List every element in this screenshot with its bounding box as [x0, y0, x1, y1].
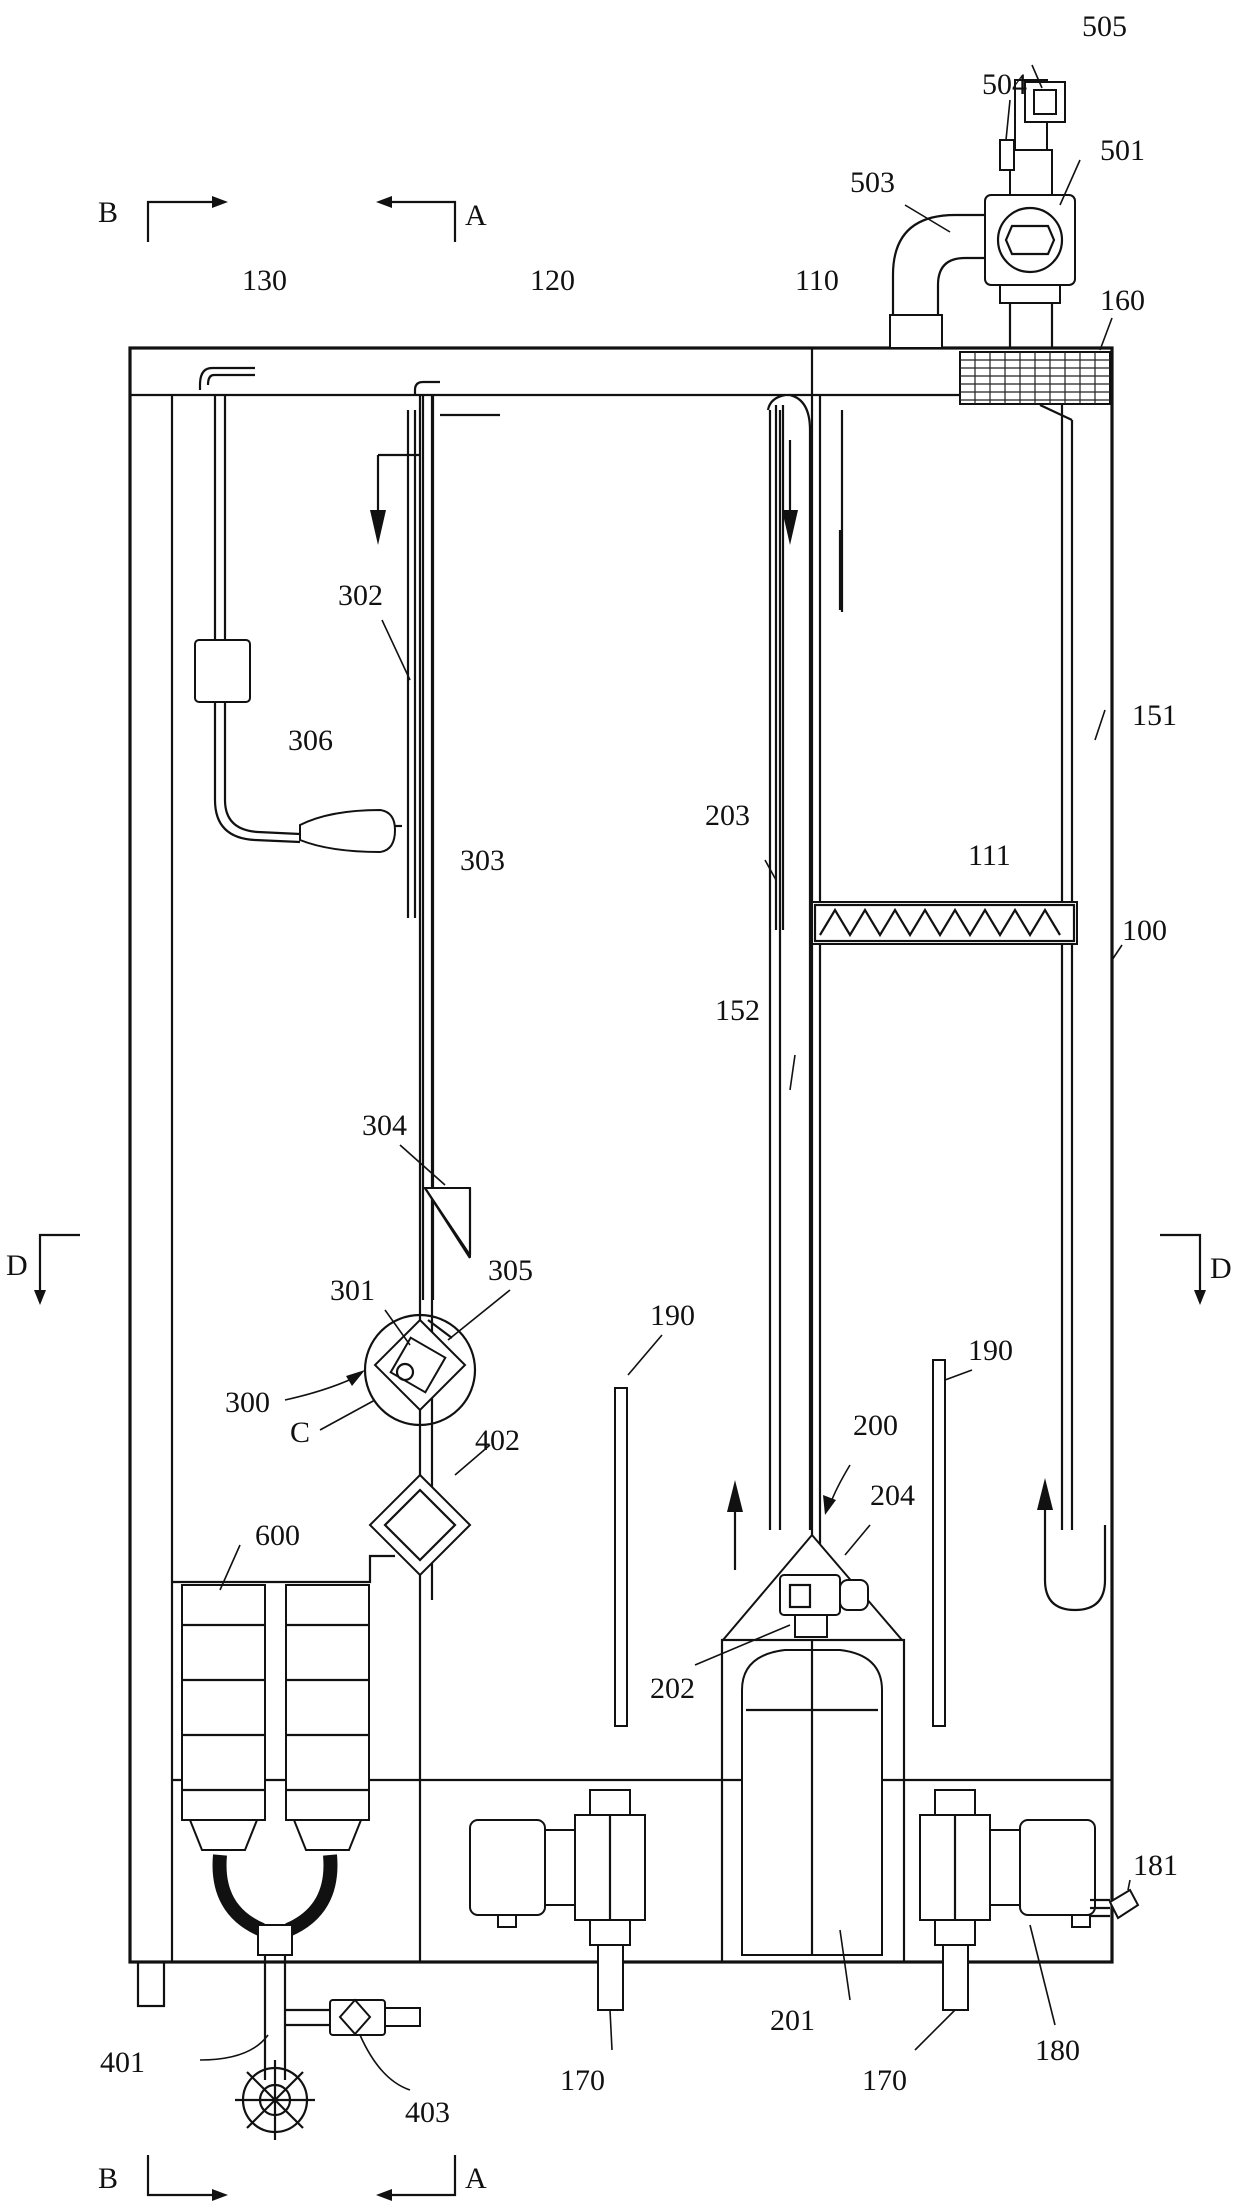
- label-303: 303: [460, 844, 505, 877]
- valve-assembly-300: [363, 1313, 477, 1427]
- label-151: 151: [1132, 699, 1177, 732]
- leader-lines: [199, 64, 1131, 2091]
- pump-assembly-200: [720, 1533, 906, 1964]
- section-a-top: A: [465, 199, 487, 232]
- label-305: 305: [488, 1254, 533, 1287]
- label-181: 181: [1133, 1849, 1178, 1882]
- component-402: [368, 1473, 472, 1577]
- label-111: 111: [968, 839, 1011, 872]
- partition-walls: [172, 348, 1074, 1962]
- pump-right-180: [919, 1789, 1096, 2011]
- outlet-401-403: [235, 1924, 421, 2140]
- label-100: 100: [1122, 914, 1167, 947]
- tube-302-303: [413, 380, 500, 1300]
- section-marks: [34, 196, 1206, 2201]
- connector-181: [1090, 1888, 1140, 1920]
- label-203: 203: [705, 799, 750, 832]
- label-403: 403: [405, 2096, 450, 2129]
- label-505: 505: [1082, 10, 1127, 43]
- label-302: 302: [338, 579, 383, 612]
- flow-arrows: [370, 440, 1107, 1612]
- cartridges-600: [181, 1584, 370, 1937]
- label-401: 401: [100, 2046, 145, 2079]
- label-110: 110: [795, 264, 839, 297]
- pump-left-170: [469, 1789, 646, 2011]
- label-300: 300: [225, 1386, 270, 1419]
- label-600: 600: [255, 1519, 300, 1552]
- section-b-top: B: [98, 196, 118, 229]
- baffles-190: [614, 1359, 946, 1727]
- label-C: C: [290, 1416, 310, 1449]
- section-d-left: D: [6, 1249, 28, 1282]
- label-304: 304: [362, 1109, 407, 1142]
- housing-100: [128, 346, 1114, 2008]
- label-190a: 190: [650, 1299, 695, 1332]
- label-202: 202: [650, 1672, 695, 1705]
- pipe-203: [766, 393, 812, 1530]
- label-160: 160: [1100, 284, 1145, 317]
- label-120: 120: [530, 264, 575, 297]
- label-170a: 170: [560, 2064, 605, 2097]
- section-a-bottom: A: [465, 2162, 487, 2195]
- label-170b: 170: [862, 2064, 907, 2097]
- label-503: 503: [850, 166, 895, 199]
- label-504: 504: [982, 68, 1027, 101]
- label-130: 130: [242, 264, 287, 297]
- label-501: 501: [1100, 134, 1145, 167]
- label-306: 306: [288, 724, 333, 757]
- label-402: 402: [475, 1424, 520, 1457]
- mesh-160: [959, 351, 1111, 405]
- section-d-right: D: [1210, 1252, 1232, 1285]
- float-switch-306: [194, 366, 402, 854]
- valve-assembly-500: [889, 79, 1076, 349]
- label-204: 204: [870, 1479, 915, 1512]
- label-152: 152: [715, 994, 760, 1027]
- label-301: 301: [330, 1274, 375, 1307]
- heater-111: [811, 901, 1078, 945]
- label-200: 200: [853, 1409, 898, 1442]
- label-190b: 190: [968, 1334, 1013, 1367]
- label-201: 201: [770, 2004, 815, 2037]
- label-180: 180: [1035, 2034, 1080, 2067]
- section-b-bottom: B: [98, 2162, 118, 2195]
